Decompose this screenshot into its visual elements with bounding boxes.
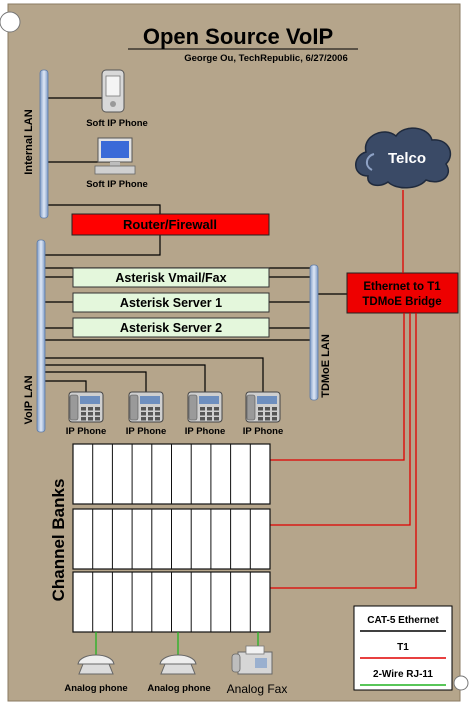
asterisk-server-2-label: Asterisk Server 2 (120, 321, 222, 335)
legend-cat5-label: CAT-5 Ethernet (367, 615, 439, 626)
asterisk-server-1-label: Asterisk Server 1 (120, 296, 222, 310)
analog-phone-label-2: Analog phone (147, 683, 210, 694)
telco-label: Telco (388, 150, 426, 167)
asterisk-server-2-box (72, 317, 270, 338)
soft-ip-phone-label-2: Soft IP Phone (86, 179, 148, 190)
tdmoe-bridge-box (346, 272, 459, 314)
router-firewall-box (71, 213, 270, 236)
legend-t1-label: T1 (397, 642, 409, 653)
fax-machine-icon (231, 645, 273, 675)
asterisk-vmail-fax-label: Asterisk Vmail/Fax (115, 271, 226, 285)
channel-bank (72, 508, 271, 570)
diagram-subtitle: George Ou, TechRepublic, 6/27/2006 (184, 53, 348, 64)
voip-lan-bar (36, 239, 46, 433)
legend-rj11-label: 2-Wire RJ-11 (373, 669, 433, 680)
channel-banks-label: Channel Banks (49, 479, 68, 602)
legend: CAT-5 Ethernet T1 2-Wire RJ-11 (353, 605, 453, 691)
ip-phone-icon (68, 391, 104, 423)
desktop-pc-icon (94, 137, 136, 175)
tdmoe-lan-label: TDMoE LAN (320, 334, 332, 398)
analog-phone-icon-2 (159, 654, 197, 675)
diagram-title: Open Source VoIP (143, 24, 333, 49)
ip-phone-label: IP Phone (66, 426, 106, 437)
tdmoe-lan-bar (309, 264, 319, 401)
tdmoe-bridge-label-line2: TDMoE Bridge (362, 296, 441, 308)
ip-phone-label: IP Phone (243, 426, 283, 437)
analog-phone-icon-1 (77, 654, 115, 675)
voip-lan-label: VoIP LAN (23, 375, 35, 424)
telco-cloud-icon (355, 127, 452, 189)
router-firewall-label: Router/Firewall (123, 217, 217, 232)
rj11-wiring (95, 632, 259, 656)
legend-box (353, 605, 453, 691)
analog-fax-label: Analog Fax (227, 682, 288, 696)
channel-banks (72, 443, 271, 633)
t1-wiring (270, 190, 417, 589)
board-corner-hole-bottom (453, 675, 469, 691)
ip-phone-label: IP Phone (126, 426, 166, 437)
board-corner-hole-top (0, 11, 21, 33)
asterisk-server-1-box (72, 292, 270, 313)
soft-ip-phone-label-1: Soft IP Phone (86, 118, 148, 129)
ip-phone-icon (128, 391, 164, 423)
internal-lan-label: Internal LAN (23, 109, 35, 174)
ip-phone-icon (187, 391, 223, 423)
internal-lan-bar (39, 69, 49, 219)
ip-phone-label: IP Phone (185, 426, 225, 437)
ip-phones: IP Phone IP Phone IP Phone IP Phone (66, 391, 283, 437)
analog-phone-label-1: Analog phone (64, 683, 127, 694)
pda-icon (101, 69, 125, 113)
channel-bank (72, 443, 271, 505)
ip-phone-icon (245, 391, 281, 423)
channel-bank (72, 571, 271, 633)
tdmoe-bridge-label-line1: Ethernet to T1 (363, 281, 441, 293)
asterisk-vmail-fax-box (72, 267, 270, 288)
